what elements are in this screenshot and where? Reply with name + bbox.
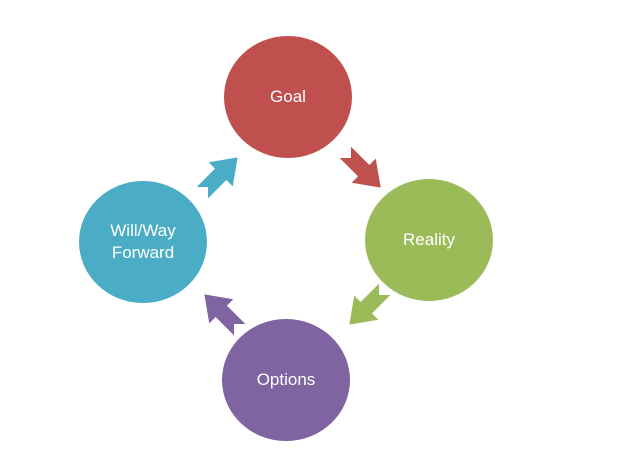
node-reality-label: Reality bbox=[403, 229, 455, 249]
arrow-reality-to-options-icon bbox=[335, 275, 399, 339]
arrow-shape bbox=[204, 294, 246, 336]
node-goal-label: Goal bbox=[270, 86, 306, 106]
node-will-way-forward: Will/Way Forward bbox=[79, 181, 207, 303]
node-options-label: Options bbox=[256, 369, 316, 389]
node-reality: Reality bbox=[365, 179, 493, 301]
arrow-goal-to-reality-icon bbox=[331, 138, 395, 202]
node-will-way-forward-label: Will/Way Forward bbox=[110, 220, 176, 262]
arrow-shape bbox=[349, 283, 391, 325]
arrow-options-to-will-way-forward-icon bbox=[190, 280, 254, 344]
arrow-shape bbox=[196, 157, 238, 199]
node-options: Options bbox=[222, 319, 350, 441]
node-goal: Goal bbox=[224, 36, 352, 158]
arrow-will-way-forward-to-goal-icon bbox=[188, 143, 252, 207]
arrow-shape bbox=[339, 146, 381, 188]
